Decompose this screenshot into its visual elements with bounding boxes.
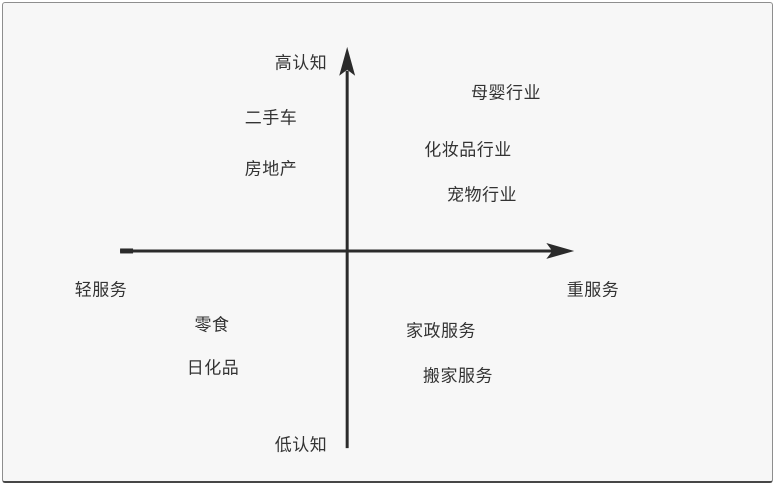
item-maternal-baby-industry: 母婴行业	[471, 83, 541, 103]
item-moving-service: 搬家服务	[423, 366, 493, 386]
axis-label-high-awareness: 高认知	[274, 53, 328, 73]
axis-label-light-service: 轻服务	[74, 280, 128, 300]
item-snacks: 零食	[194, 315, 230, 335]
quadrant-diagram-stage: 高认知 低认知 轻服务 重服务 二手车 房地产 母婴行业 化妆品行业 宠物行业 …	[3, 3, 772, 481]
y-axis-arrowhead-icon	[339, 46, 356, 76]
axes-graphic	[120, 46, 575, 449]
item-pet-industry: 宠物行业	[447, 185, 517, 205]
axis-label-low-awareness: 低认知	[274, 435, 328, 455]
item-housekeeping-service: 家政服务	[406, 321, 476, 341]
axis-label-heavy-service: 重服务	[566, 280, 620, 300]
x-axis-arrowhead-icon	[546, 242, 575, 259]
item-cosmetics-industry: 化妆品行业	[424, 140, 512, 160]
item-daily-chemicals: 日化品	[186, 358, 240, 378]
item-second-hand-cars: 二手车	[244, 108, 298, 128]
item-real-estate: 房地产	[244, 159, 298, 179]
